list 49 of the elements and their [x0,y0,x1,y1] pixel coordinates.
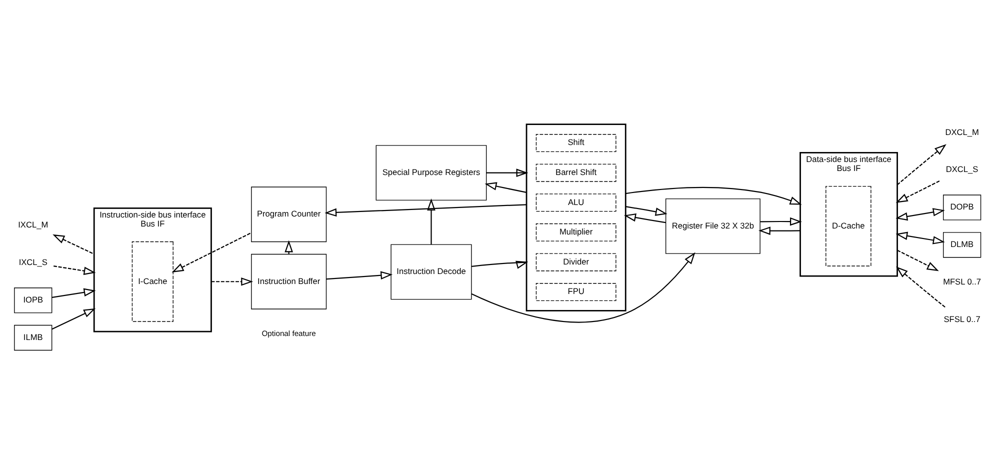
arrow [211,277,254,286]
arrow [54,266,96,275]
node-box: Register File 32 X 32b [665,198,760,254]
arrow [427,198,436,244]
arrow [896,208,945,221]
node-box: Divider [536,253,616,272]
node-box: ILMB [14,324,52,351]
node-box: IOPB [14,288,52,314]
arrow [896,180,940,203]
arrow [758,226,800,235]
node-box: DLMB [943,232,982,258]
node-text: IXCL_M [18,220,48,230]
node-box: Special Purpose Registers [376,145,487,201]
node-box: D-Cache [826,186,872,266]
node-box: Shift [536,134,616,152]
arrow [896,266,946,308]
arrow [896,144,946,186]
arrow [52,308,96,330]
node-box: FPU [536,283,616,302]
arrow [626,206,668,216]
arrow [471,252,696,323]
node-box: Multiplier [536,223,616,242]
arrow [486,168,528,177]
arrow [172,232,252,272]
arrow [472,260,528,269]
node-box: DOPB [943,194,982,220]
arrow [626,186,802,205]
node-text: DXCL_M [945,126,979,137]
cluster [526,124,626,312]
node-text: IXCL_S [18,257,48,268]
arrow [52,288,96,298]
arrow [897,250,939,272]
arrow [52,234,94,255]
node-text: DXCL_S [946,164,978,174]
node-box: I-Cache [132,241,174,322]
node-box: Instruction Decode [390,244,472,300]
arrow [624,213,666,224]
node-text: SFSL 0..7 [944,314,980,324]
node-text: MFSL 0..7 [943,276,982,286]
node-box: ALU [536,194,616,212]
arrow [324,204,527,217]
node-box: Barrel Shift [536,164,616,182]
arrow [896,232,945,244]
arrow [326,271,393,280]
label: Optional feature [262,329,316,338]
arrow [760,217,802,226]
node-box: Program Counter [251,186,327,242]
node-box: Instruction Buffer [251,254,327,310]
arrow [484,182,527,194]
